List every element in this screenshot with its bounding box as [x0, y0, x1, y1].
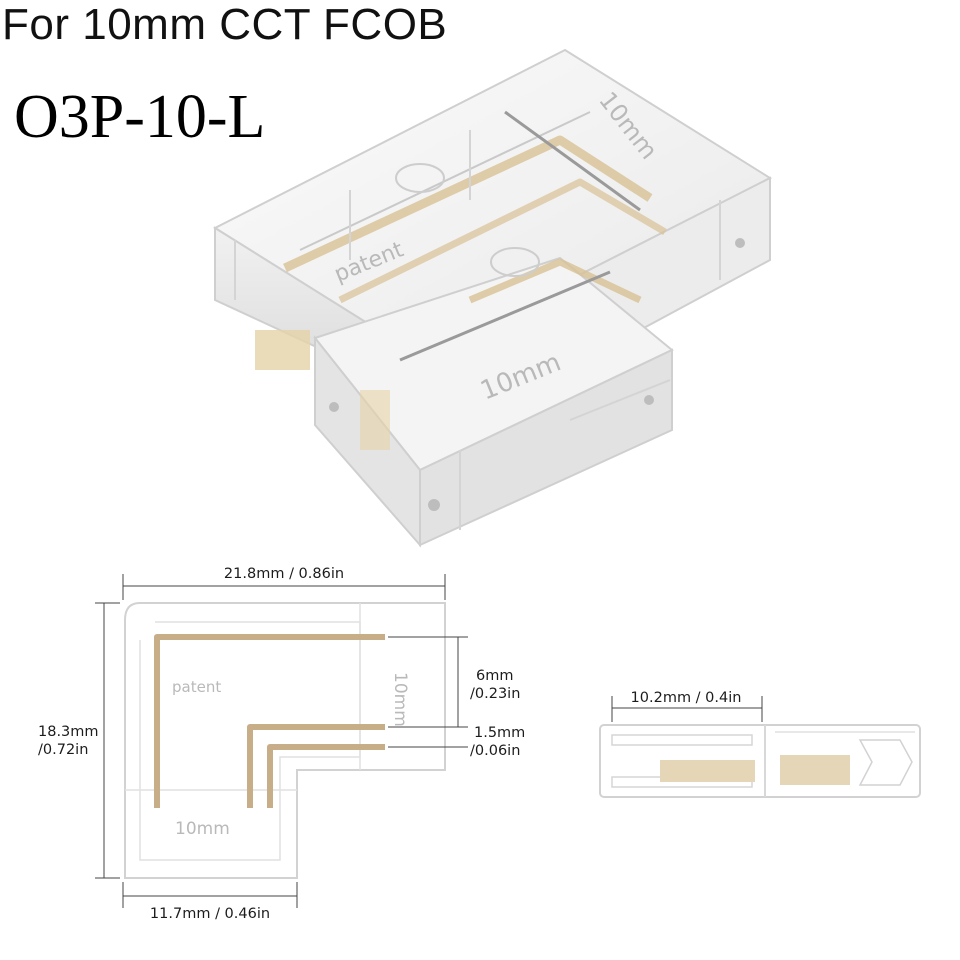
- screw-dot: [735, 238, 745, 248]
- dim-label-side-width: 10.2mm / 0.4in: [631, 690, 742, 706]
- top-view-patent-text: patent: [172, 678, 221, 696]
- dim-label-pitch-in: /0.06in: [470, 743, 520, 759]
- rib-line: [504, 110, 641, 212]
- top-view-outline: [124, 602, 446, 879]
- top-view-pin-3: [267, 744, 385, 808]
- contact-pin-3: [468, 258, 642, 304]
- side-view-drawing: 10.2mm / 0.4in: [599, 690, 921, 798]
- dim-label-height-mm: 18.3mm: [38, 724, 99, 740]
- side-view-contact-left: [660, 760, 755, 782]
- connector-3d-view: patent 10mm 10mm: [212, 48, 773, 548]
- rib-line: [299, 111, 591, 251]
- latch-circle: [490, 247, 540, 277]
- top-view-pin-1: [154, 634, 385, 808]
- contact-pin-1: [283, 135, 653, 273]
- contact-pin-2: [338, 178, 667, 304]
- page-title: For 10mm CCT FCOB: [2, 0, 448, 49]
- rib-line: [569, 379, 671, 421]
- top-view-pin-2: [247, 724, 385, 808]
- dim-label-pitch-mm: 1.5mm: [474, 725, 525, 741]
- lower-body-right: [419, 348, 673, 547]
- side-view-latch: [858, 739, 913, 786]
- side-view-slot: [611, 734, 753, 746]
- rib-line: [399, 270, 611, 362]
- dim-label-bottom-width: 11.7mm / 0.46in: [150, 906, 270, 922]
- top-view-10mm-text: 10mm: [175, 819, 230, 839]
- top-view-drawing: patent 10mm 10mm 21.8mm / 0.86in 18.3mm …: [38, 566, 525, 922]
- top-view-10mm-text-vertical: 10mm: [390, 672, 410, 727]
- screw-dot: [428, 499, 440, 511]
- side-view-contact-right: [780, 755, 850, 785]
- dim-label-gap-mm: 6mm: [476, 668, 513, 684]
- contact-tab-left: [255, 330, 310, 370]
- dim-label-height-in: /0.72in: [38, 742, 88, 758]
- contact-tab-front: [360, 390, 390, 450]
- screw-dot: [644, 395, 654, 405]
- dim-label-top-width: 21.8mm / 0.86in: [224, 566, 344, 582]
- screw-dot: [329, 402, 339, 412]
- latch-circle: [395, 163, 445, 193]
- dim-label-gap-in: /0.23in: [470, 686, 520, 702]
- model-number: O3P-10-L: [14, 83, 266, 151]
